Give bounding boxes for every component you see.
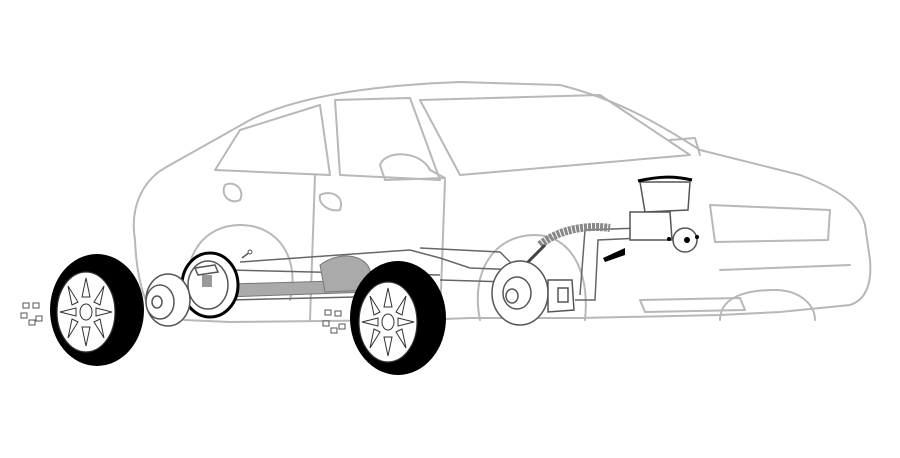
rear-wheel-left — [50, 254, 144, 366]
master-cylinder — [603, 175, 699, 262]
front-brake-rotor — [491, 260, 575, 326]
lug-nuts-left — [20, 302, 43, 326]
rear-drum-brake-assembly — [180, 251, 240, 319]
rear-wheel-center — [350, 261, 446, 375]
rear-brake-drum — [145, 273, 191, 327]
lug-nuts-center — [322, 309, 346, 334]
